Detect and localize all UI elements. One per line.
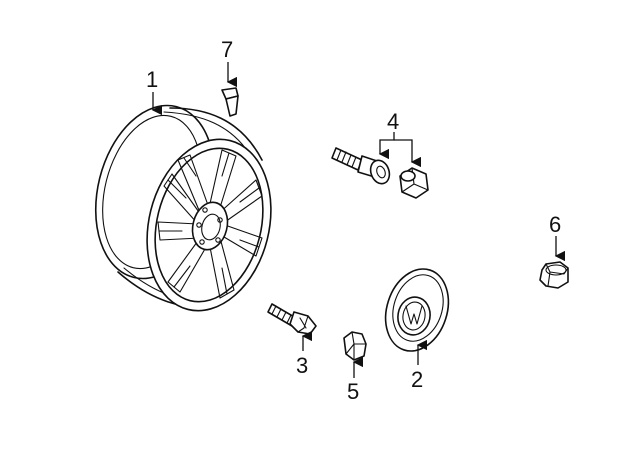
callout-6: 6 — [549, 212, 561, 237]
callout-4: 4 — [387, 109, 399, 134]
callout-2: 2 — [411, 367, 423, 392]
lock-key-part — [399, 167, 429, 199]
callout-labels: 1 2 3 4 5 6 7 — [146, 37, 561, 404]
hex-nut-part — [343, 331, 367, 361]
callout-7: 7 — [221, 37, 233, 62]
callout-5: 5 — [347, 379, 359, 404]
callout-leaders — [151, 62, 566, 378]
wheel-bolt-part — [267, 303, 317, 335]
center-cap-part — [384, 268, 450, 352]
valve-stem-part — [221, 87, 239, 117]
locking-bolt-part — [331, 147, 391, 185]
callout-1: 1 — [146, 67, 158, 92]
nut-cap-part — [539, 261, 569, 289]
wheel-part — [94, 104, 272, 312]
callout-3: 3 — [296, 353, 308, 378]
